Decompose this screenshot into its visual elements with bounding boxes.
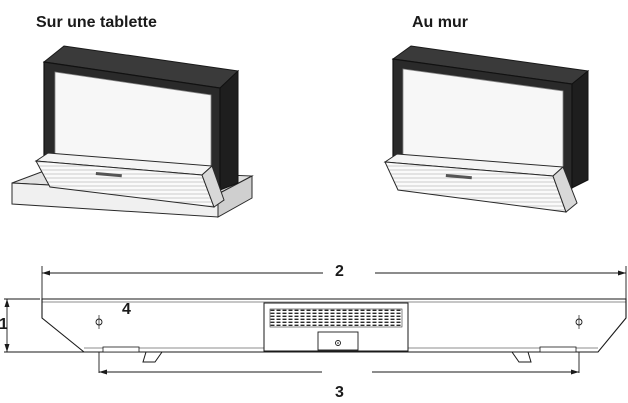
dimension-line-hole-spacing: [99, 370, 579, 375]
wall-illustration: [385, 46, 588, 212]
dimension-label-width: 2: [335, 264, 344, 280]
dimension-label-hole-offset: 4: [122, 302, 131, 318]
dimension-drawing: [4, 266, 626, 375]
shelf-illustration: [12, 46, 252, 217]
dimension-line-width: [42, 271, 626, 276]
dimension-label-hole-spacing: 3: [335, 385, 344, 401]
dimension-label-height: 1: [0, 317, 8, 333]
